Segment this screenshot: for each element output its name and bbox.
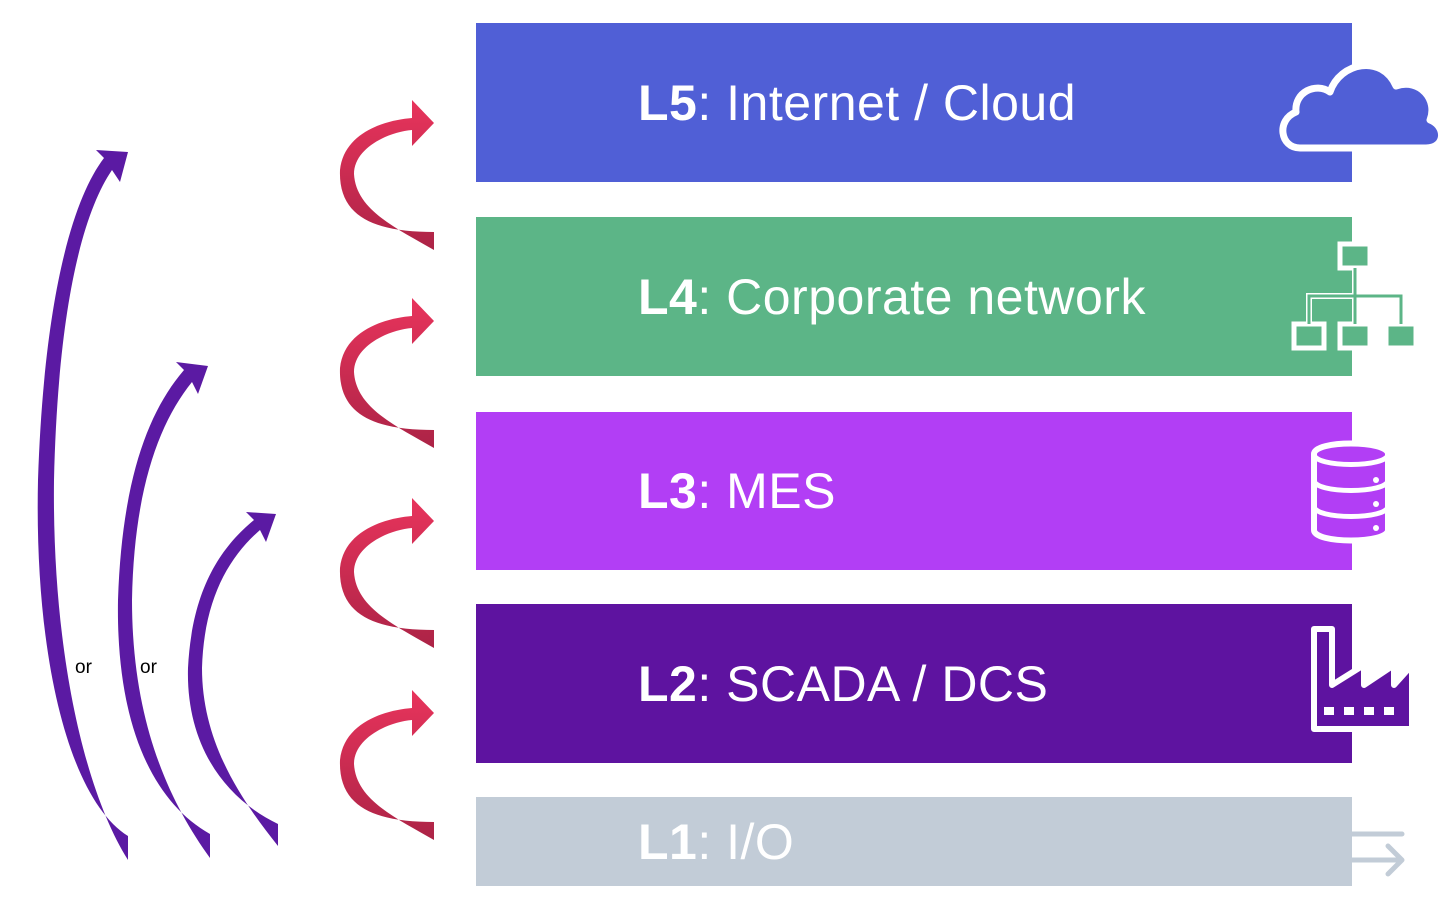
layer-l3-name: : MES xyxy=(697,463,836,519)
layer-l1-label: L1: I/O xyxy=(638,813,794,871)
layer-l2-label: L2: SCADA / DCS xyxy=(638,655,1048,713)
bidirectional-arrows-icon xyxy=(1319,817,1405,877)
step-arrow-l1-to-l2 xyxy=(339,690,434,840)
layer-l4-name: : Corporate network xyxy=(697,268,1146,325)
layer-l3-label: L3: MES xyxy=(638,462,836,520)
skip-arrow-short xyxy=(187,512,278,846)
skip-arrow-medium xyxy=(117,362,210,858)
factory-icon xyxy=(1311,626,1415,732)
layer-l4-label: L4: Corporate network xyxy=(638,268,1146,326)
network-hierarchy-icon xyxy=(1291,241,1419,351)
layer-l2-code: L2 xyxy=(638,655,698,712)
step-arrow-l2-to-l3 xyxy=(339,498,434,648)
database-icon xyxy=(1311,440,1391,544)
arrows-diagram xyxy=(37,100,434,860)
layer-l2: L2: SCADA / DCS xyxy=(476,604,1352,763)
layer-l4-code: L4 xyxy=(638,268,698,325)
layer-l3-code: L3 xyxy=(638,463,698,519)
layer-l5-label: L5: Internet / Cloud xyxy=(638,74,1076,132)
layer-l5-name: : Internet / Cloud xyxy=(697,74,1077,131)
or-separator-1: or xyxy=(75,657,92,678)
layer-l5-code: L5 xyxy=(638,74,698,131)
layer-l4: L4: Corporate network xyxy=(476,217,1352,376)
or-separator-2: or xyxy=(140,657,157,678)
layer-l5: L5: Internet / Cloud xyxy=(476,23,1352,182)
layer-l2-name: : SCADA / DCS xyxy=(697,655,1049,712)
step-arrow-l3-to-l4 xyxy=(339,298,434,448)
skip-arrow-long xyxy=(37,150,128,860)
cloud-icon xyxy=(1279,61,1445,152)
step-arrow-l4-to-l5 xyxy=(339,100,434,250)
layer-l1-code: L1 xyxy=(638,813,698,870)
layer-l3: L3: MES xyxy=(476,412,1352,570)
layer-l1-name: : I/O xyxy=(697,813,795,870)
layer-l1: L1: I/O xyxy=(476,797,1352,886)
